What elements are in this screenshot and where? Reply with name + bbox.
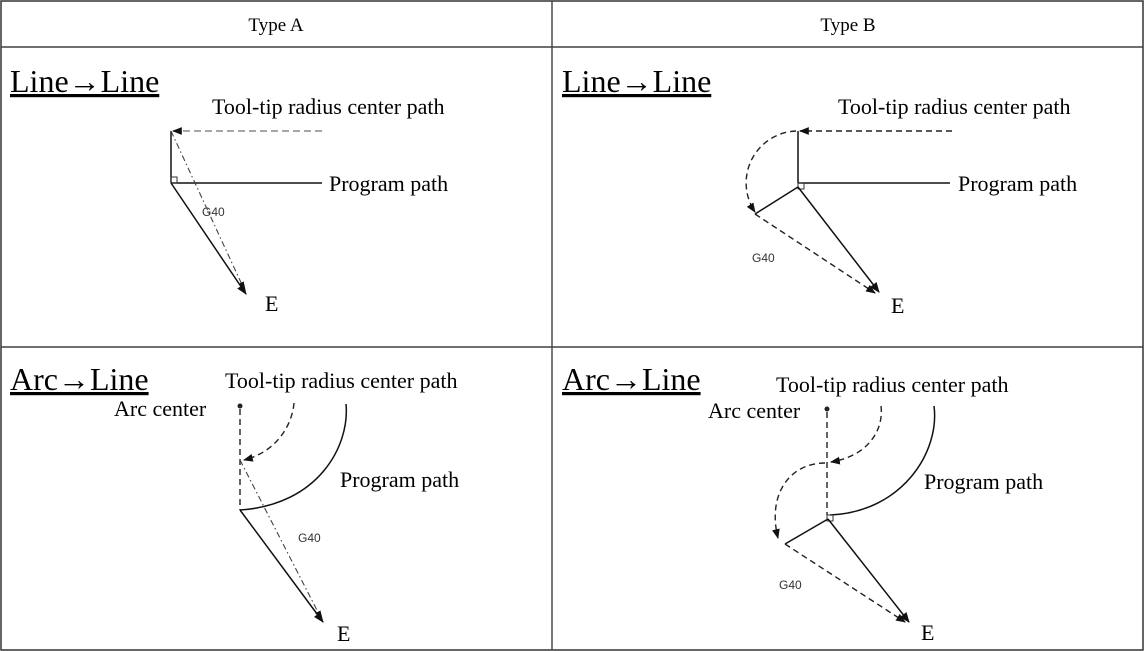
arc-center-point: [824, 406, 830, 412]
right-angle-mark: [170, 176, 178, 184]
arc-center-point: [237, 403, 243, 409]
arc-center-label: Arc center: [708, 398, 801, 423]
tool-tip-center-arc: [830, 405, 883, 465]
program-to-end-path: [827, 518, 910, 623]
program-path-label: Program path: [340, 467, 459, 492]
program-to-end-path: [239, 509, 324, 623]
cell-title: Line→Line: [10, 63, 159, 99]
header-type-a: Type A: [248, 15, 303, 36]
tool-to-end-path: [239, 459, 322, 619]
code-label: G40: [202, 205, 225, 219]
end-point-label: E: [265, 291, 278, 316]
end-point-label: E: [337, 621, 350, 646]
program-to-end-path: [170, 182, 247, 295]
tool-to-end-path: [784, 543, 906, 623]
tool-path-label: Tool-tip radius center path: [838, 94, 1070, 119]
program-path-label: Program path: [958, 171, 1077, 196]
code-label: G40: [298, 531, 321, 545]
program-path-arc: [829, 405, 936, 516]
tool-to-end-path: [170, 130, 245, 290]
tool-path-label: Tool-tip radius center path: [212, 94, 444, 119]
tool-tip-center-arc: [243, 402, 295, 462]
offset-segment: [754, 186, 799, 215]
right-angle-mark: [797, 182, 805, 190]
tool-path-label: Tool-tip radius center path: [776, 372, 1008, 397]
cell-title: Arc→Line: [562, 361, 701, 397]
program-to-end-path: [797, 186, 880, 293]
program-path-label: Program path: [329, 171, 448, 196]
cell-type-a-line-line: Line→Line Tool-tip radius center path Pr…: [10, 63, 448, 316]
tool-path-label: Tool-tip radius center path: [225, 368, 457, 393]
end-point-label: E: [921, 620, 934, 645]
cell-title: Line→Line: [562, 63, 711, 99]
program-path-label: Program path: [924, 469, 1043, 494]
connecting-arc: [772, 462, 826, 539]
end-point-label: E: [891, 293, 904, 318]
arc-center-label: Arc center: [114, 396, 207, 421]
header-type-b: Type B: [820, 15, 875, 36]
offset-segment: [784, 518, 829, 545]
cell-title: Arc→Line: [10, 361, 149, 397]
code-label: G40: [779, 578, 802, 592]
program-path-arc: [239, 403, 348, 511]
cell-type-a-arc-line: Arc→Line Tool-tip radius center path Arc…: [10, 361, 459, 646]
cell-type-b-line-line: Line→Line Tool-tip radius center path Pr…: [562, 63, 1077, 318]
cell-type-b-arc-line: Arc→Line Tool-tip radius center path Arc…: [562, 361, 1043, 645]
code-label: G40: [752, 251, 775, 265]
connecting-arc: [745, 130, 797, 213]
tool-to-end-path: [754, 213, 876, 294]
